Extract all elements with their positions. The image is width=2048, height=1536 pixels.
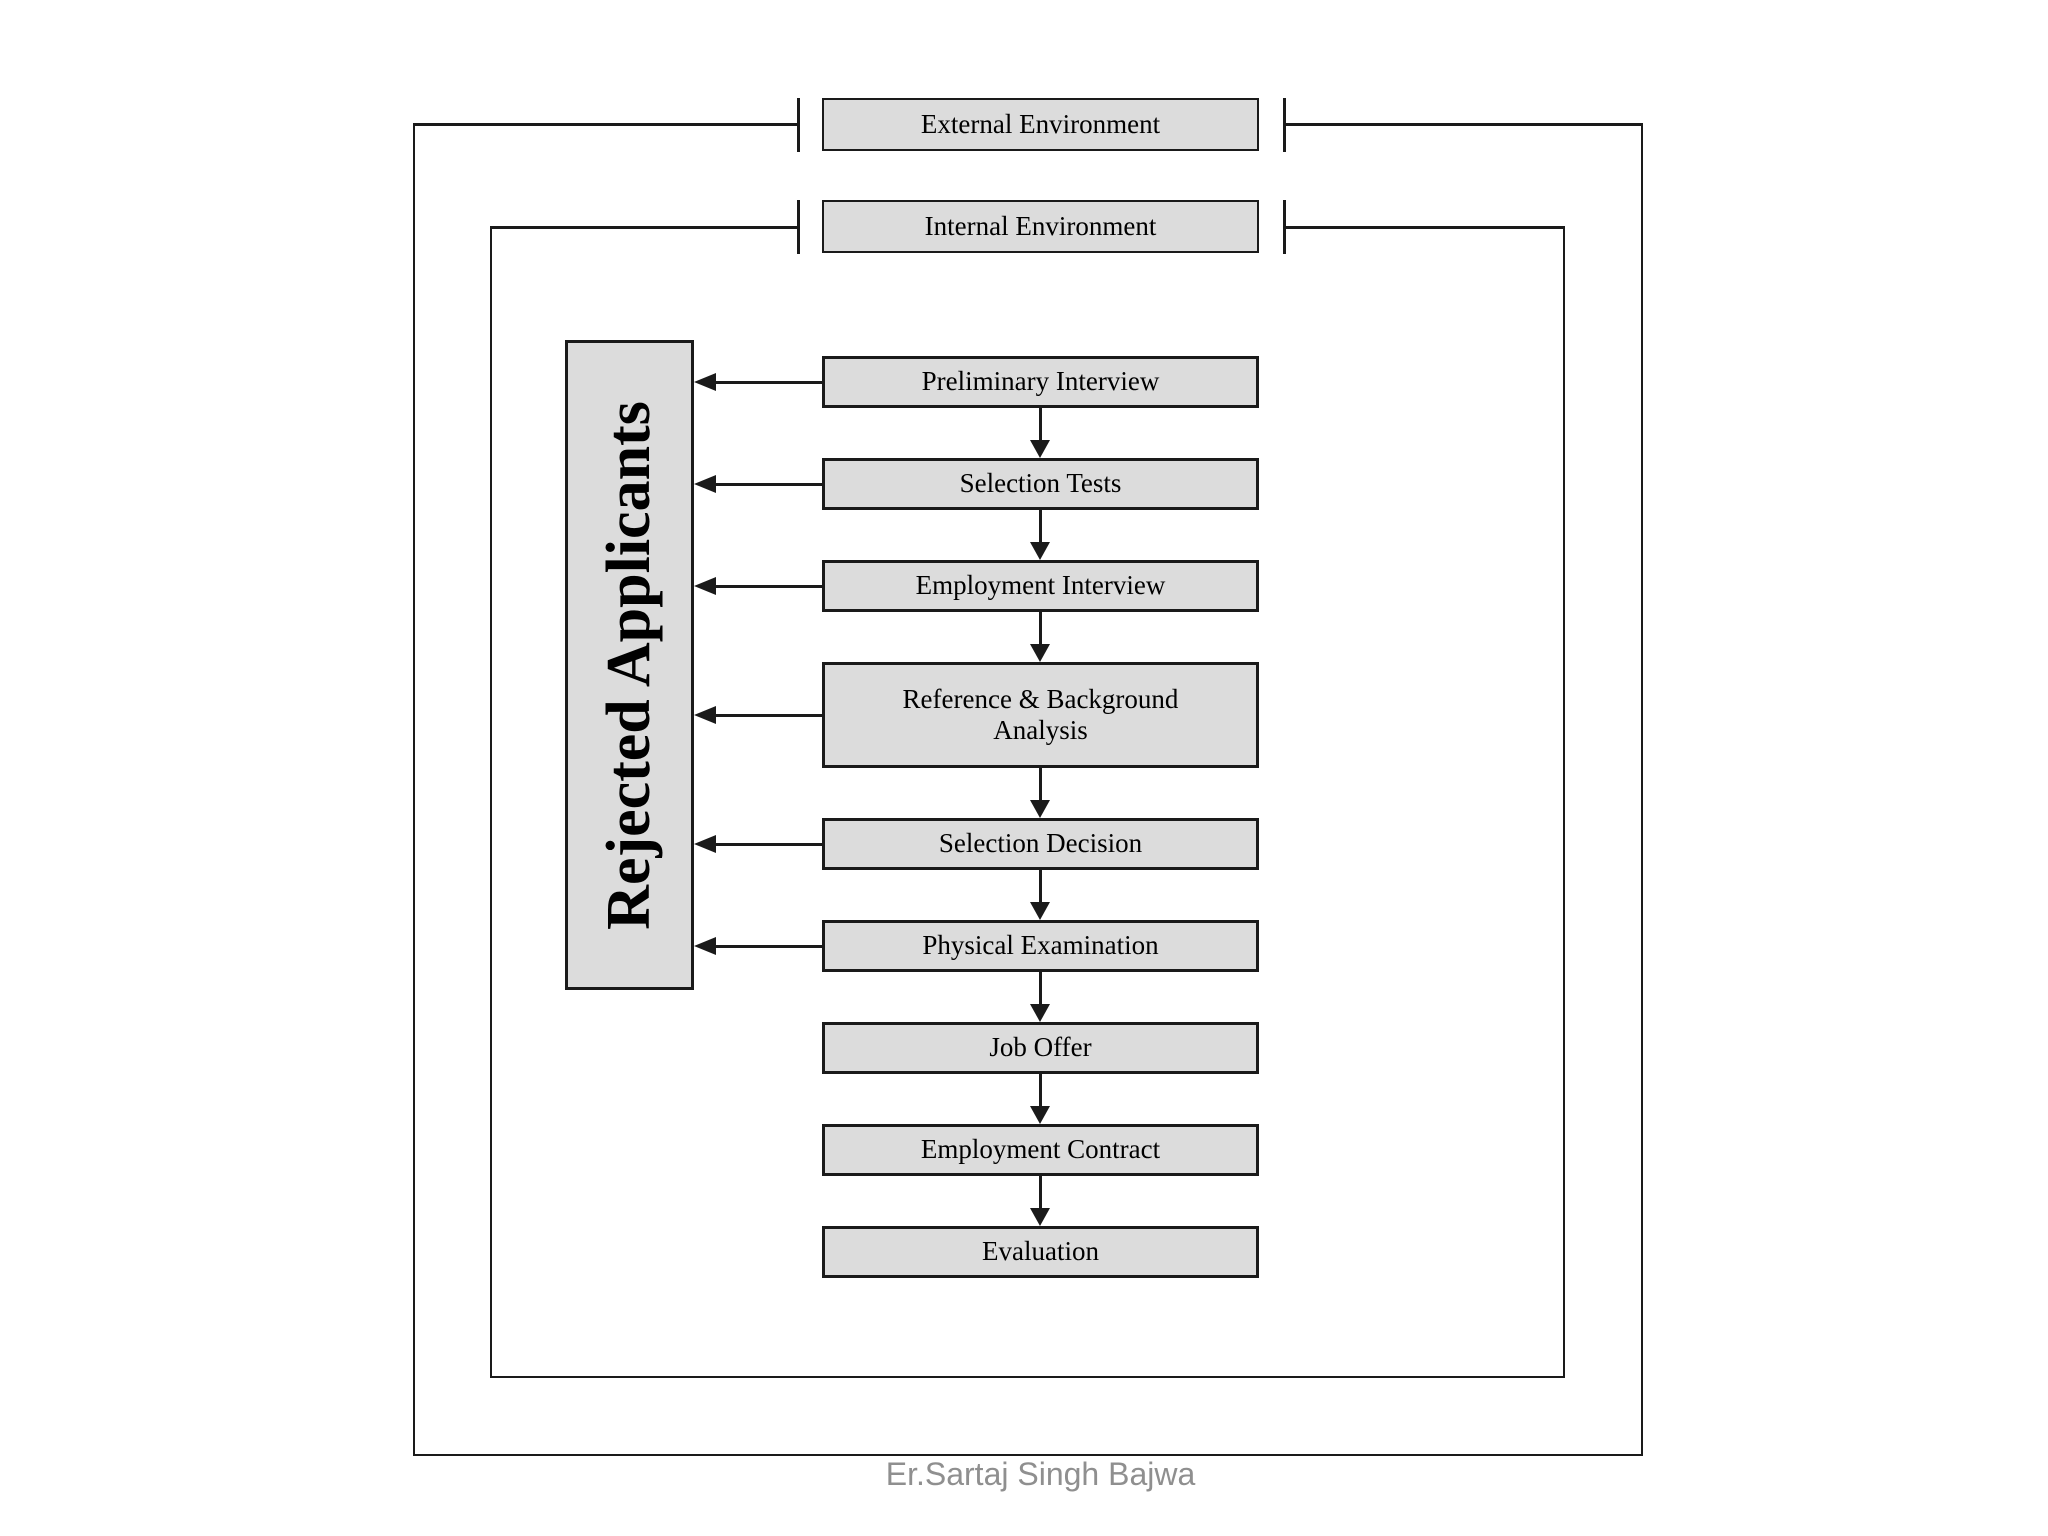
external-environment-box: External Environment	[822, 98, 1259, 151]
step-box-employment-contract: Employment Contract	[822, 1124, 1259, 1176]
internal-environment-boundary	[490, 226, 1565, 1378]
rejected-applicants-box: Rejected Applicants	[565, 340, 694, 990]
step-label: Analysis	[993, 715, 1088, 745]
step-label: Reference & Background	[902, 683, 1179, 714]
step-box-selection-tests: Selection Tests	[822, 458, 1259, 510]
step-box-job-offer: Job Offer	[822, 1022, 1259, 1074]
internal-environment-box: Internal Environment	[822, 200, 1259, 253]
step-label: Preliminary Interview	[921, 366, 1160, 397]
outer-top-right-line	[1286, 123, 1643, 126]
flow-arrow-line	[1039, 612, 1042, 646]
internal-environment-label: Internal Environment	[924, 210, 1157, 241]
external-environment-label: External Environment	[920, 108, 1161, 139]
step-label: Physical Examination	[922, 930, 1159, 961]
rejection-arrow-head-icon	[694, 937, 716, 955]
inner-top-right-line	[1286, 226, 1565, 229]
tick-mark	[797, 98, 800, 152]
flow-arrow-head-icon	[1030, 542, 1050, 560]
flow-arrow-head-icon	[1030, 440, 1050, 458]
rejection-arrow-line	[710, 843, 822, 846]
external-environment-boundary	[413, 124, 1643, 1456]
footer-credit: Er.Sartaj Singh Bajwa	[885, 1456, 1196, 1492]
rejected-applicants-label: Rejected Applicants	[595, 400, 664, 930]
flow-arrow-line	[1039, 1176, 1042, 1210]
step-label: Employment Contract	[920, 1134, 1161, 1165]
rejection-arrow-head-icon	[694, 373, 716, 391]
inner-top-left-line	[490, 226, 797, 229]
step-box-preliminary-interview: Preliminary Interview	[822, 356, 1259, 408]
rejection-arrow-line	[710, 585, 822, 588]
outer-top-left-line	[413, 123, 797, 126]
flow-arrow-head-icon	[1030, 1208, 1050, 1226]
flow-arrow-line	[1039, 972, 1042, 1006]
flow-arrow-line	[1039, 1074, 1042, 1108]
step-label: Selection Decision	[938, 828, 1143, 859]
tick-mark	[1283, 98, 1286, 152]
flow-arrow-head-icon	[1030, 800, 1050, 818]
flow-arrow-line	[1039, 408, 1042, 442]
step-box-reference-background-analysis: Reference & Background Analysis	[822, 662, 1259, 768]
flow-arrow-head-icon	[1030, 902, 1050, 920]
rejection-arrow-line	[710, 381, 822, 384]
rejection-arrow-line	[710, 483, 822, 486]
rejection-arrow-line	[710, 945, 822, 948]
step-label: Job Offer	[989, 1032, 1092, 1063]
step-label: Evaluation	[982, 1236, 1099, 1267]
step-label: Employment Interview	[915, 570, 1166, 601]
tick-mark	[797, 200, 800, 254]
flow-arrow-line	[1039, 870, 1042, 904]
flow-arrow-head-icon	[1030, 1004, 1050, 1022]
rejection-arrow-head-icon	[694, 475, 716, 493]
step-box-employment-interview: Employment Interview	[822, 560, 1259, 612]
rejection-arrow-head-icon	[694, 577, 716, 595]
step-label: Selection Tests	[959, 468, 1122, 499]
step-box-selection-decision: Selection Decision	[822, 818, 1259, 870]
flow-arrow-line	[1039, 768, 1042, 802]
rejection-arrow-head-icon	[694, 835, 716, 853]
tick-mark	[1283, 200, 1286, 254]
rejection-arrow-line	[710, 714, 822, 717]
step-box-evaluation: Evaluation	[822, 1226, 1259, 1278]
flow-arrow-line	[1039, 510, 1042, 544]
step-box-physical-examination: Physical Examination	[822, 920, 1259, 972]
flow-arrow-head-icon	[1030, 644, 1050, 662]
rejection-arrow-head-icon	[694, 706, 716, 724]
flow-arrow-head-icon	[1030, 1106, 1050, 1124]
